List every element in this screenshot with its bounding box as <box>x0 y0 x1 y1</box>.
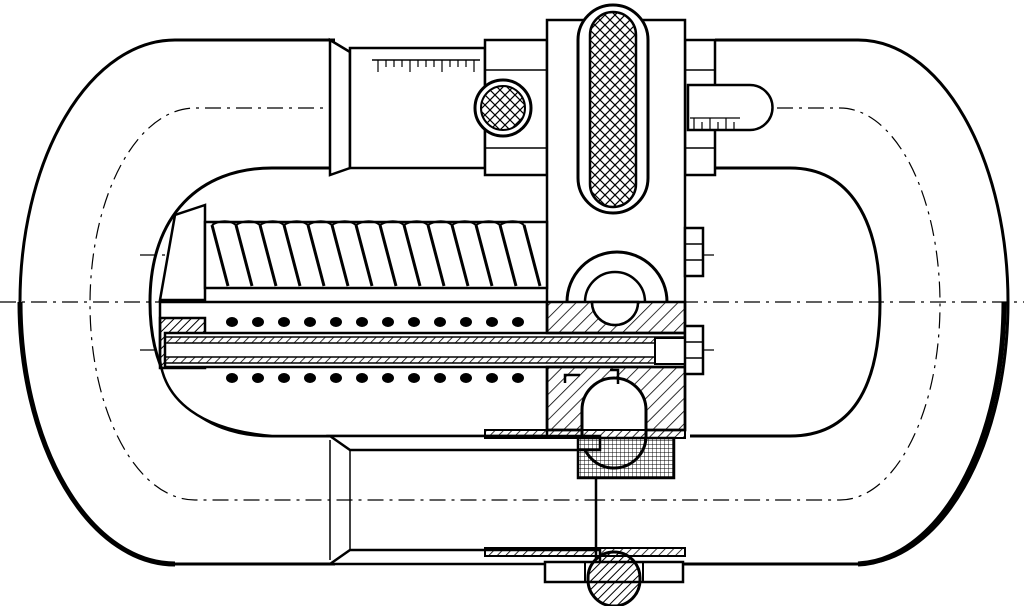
outer-ring <box>17 38 1010 567</box>
compression-spring-lower <box>226 317 524 383</box>
upper-sleeve <box>328 37 487 177</box>
grid-block <box>576 436 676 480</box>
guide-rod <box>158 316 687 370</box>
lower-handle <box>543 478 685 608</box>
round-pin <box>473 78 533 138</box>
clamp-handle <box>576 3 650 215</box>
bolt-heads <box>683 226 705 376</box>
notch-marks <box>563 368 620 384</box>
scale-markings <box>372 59 480 72</box>
lower-sleeve <box>326 429 686 566</box>
compression-spring-upper <box>210 220 542 287</box>
side-lever <box>686 83 774 132</box>
